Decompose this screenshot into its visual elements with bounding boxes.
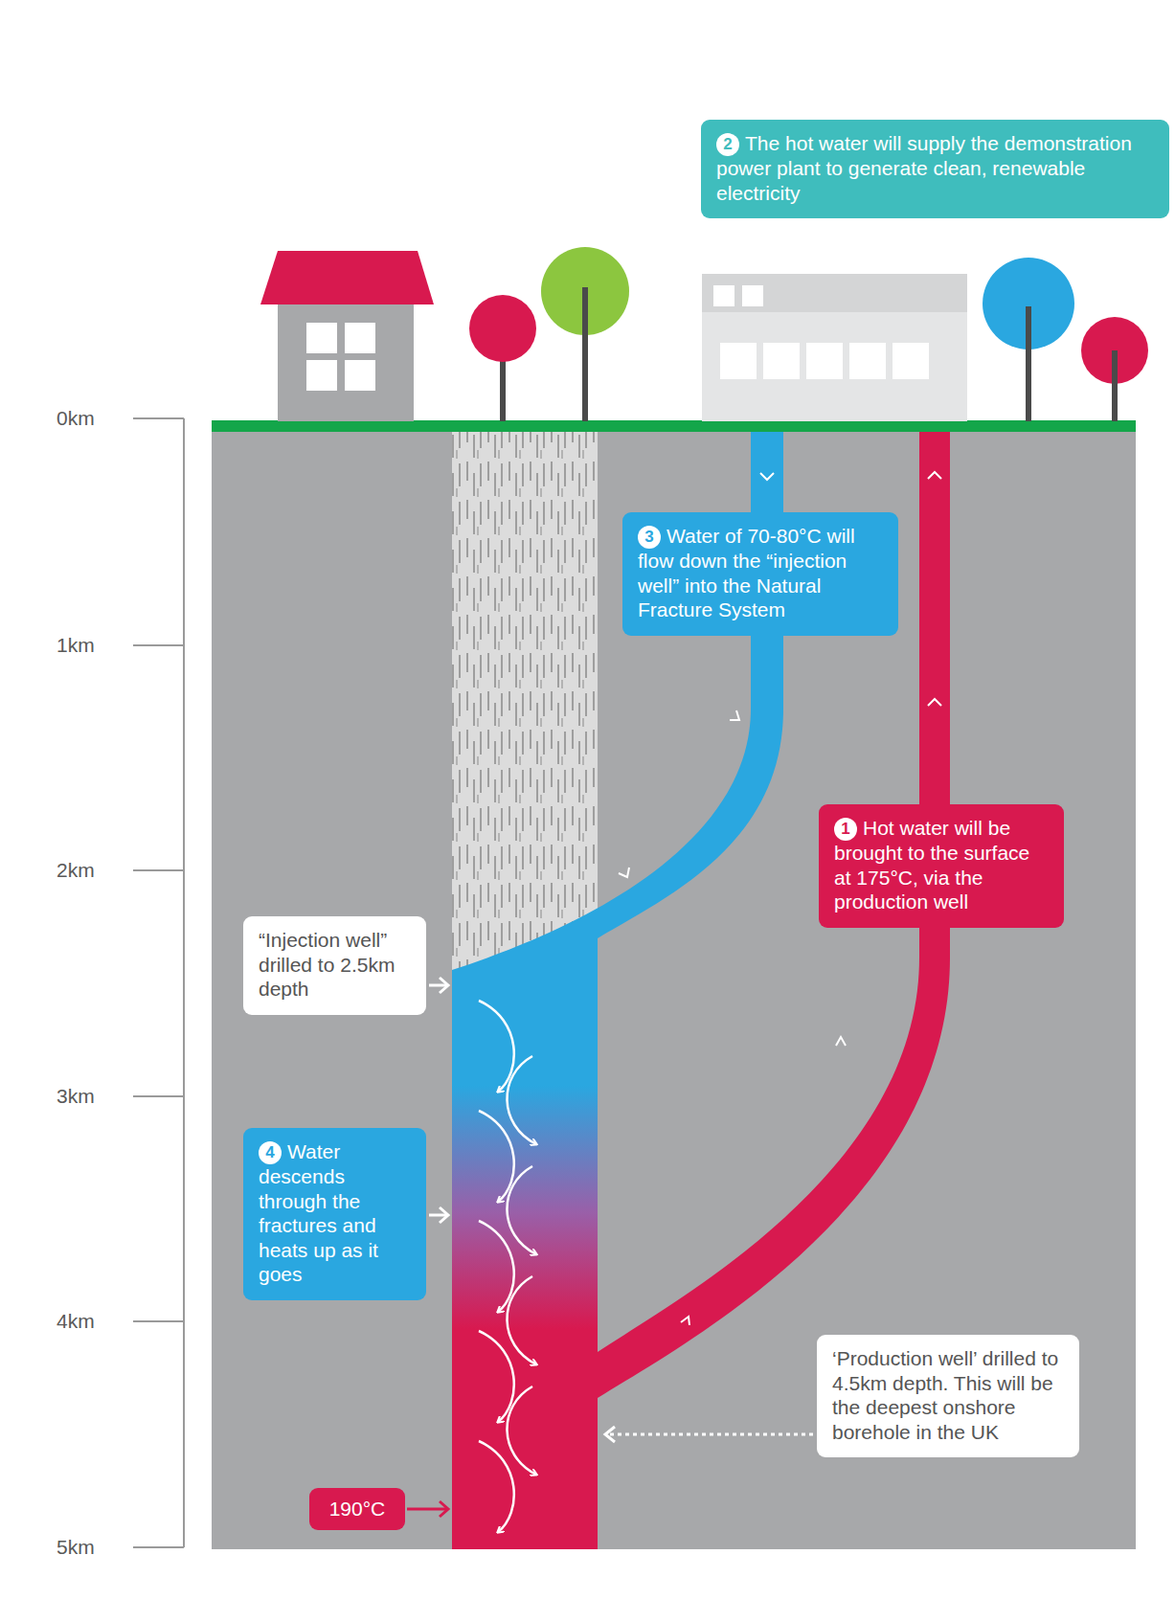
depth-label: 5km [56,1536,95,1560]
power-plant [701,273,968,422]
ground-section [211,427,1136,1550]
surface-line [211,420,1136,432]
fracture-column [451,970,598,1550]
callout-number: 2 [716,133,740,157]
depth-label: 0km [56,406,95,430]
fracture-zone [451,431,598,971]
callout-text: 190°C [329,1497,386,1520]
callout-box: 3Water of 70-80°C will flow down the “in… [622,512,899,636]
callout-box: 2The hot water will supply the demonstra… [700,119,1170,219]
swirl-arrows [478,1000,537,1533]
house [260,250,434,422]
callout-text: The hot water will supply the demonstrat… [716,132,1132,204]
note-box: “Injection well” drilled to 2.5km depth [243,916,427,1016]
temperature-tag: 190°C [309,1488,406,1531]
callout-text: Hot water will be brought to the surface… [834,816,1030,913]
callout-number: 3 [637,525,661,549]
callout-box: 4Water descends through the fractures an… [243,1128,427,1301]
callout-number: 1 [834,817,858,841]
leader-arrows [429,977,814,1443]
temp-arrow [406,1501,449,1517]
depth-label: 4km [56,1310,95,1334]
depth-axis [133,418,184,1548]
callout-number: 4 [258,1141,282,1165]
callout-text: “Injection well” drilled to 2.5km depth [258,928,395,1000]
depth-label: 2km [56,858,95,882]
note-box: ‘Production well’ drilled to 4.5km depth… [816,1334,1080,1458]
callout-text: ‘Production well’ drilled to 4.5km depth… [832,1347,1059,1444]
trees [469,247,1149,422]
depth-label: 3km [56,1084,95,1108]
callout-text: Water of 70-80°C will flow down the “inj… [637,524,856,621]
depth-label: 1km [56,633,95,657]
callout-box: 1Hot water will be brought to the surfac… [818,804,1064,928]
